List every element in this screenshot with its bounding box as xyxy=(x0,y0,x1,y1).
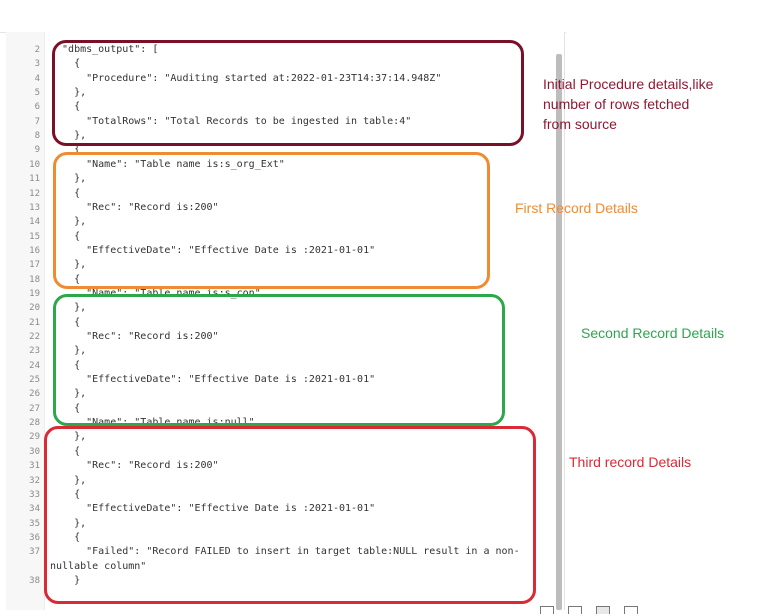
line-number: 36 xyxy=(29,532,40,543)
code-line[interactable]: "Failed": "Record FAILED to insert in ta… xyxy=(50,546,520,558)
code-line[interactable]: }, xyxy=(50,302,87,314)
top-toolbar-strip xyxy=(0,0,768,33)
line-number: 17 xyxy=(29,260,40,271)
line-number: 21 xyxy=(29,317,40,328)
line-number: 23 xyxy=(29,346,40,357)
code-line[interactable]: }, xyxy=(50,474,87,486)
line-number: 11 xyxy=(29,174,40,185)
code-line[interactable]: { xyxy=(50,187,81,199)
line-number: 3 xyxy=(34,59,40,70)
code-line[interactable]: { xyxy=(50,445,81,457)
code-line[interactable]: { xyxy=(50,402,81,414)
line-number: 2 xyxy=(34,45,40,55)
code-line[interactable]: }, xyxy=(50,216,87,228)
code-line[interactable]: }, xyxy=(50,388,87,400)
line-number: 20 xyxy=(29,303,40,314)
code-line[interactable]: }, xyxy=(50,259,87,271)
line-number: 38 xyxy=(29,575,40,586)
line-number: 31 xyxy=(29,461,40,472)
line-number: 10 xyxy=(29,159,40,170)
second-record-annotation: Second Record Details xyxy=(581,325,725,341)
line-number: 12 xyxy=(29,188,40,199)
line-number: 26 xyxy=(29,389,40,400)
line-number: 25 xyxy=(29,375,40,386)
code-line[interactable]: }, xyxy=(50,431,87,443)
line-number: 6 xyxy=(34,102,40,113)
line-number: 8 xyxy=(34,131,40,142)
code-line[interactable]: }, xyxy=(50,517,87,529)
code-line[interactable]: { xyxy=(50,359,81,371)
line-number: 37 xyxy=(29,547,40,558)
line-number: 28 xyxy=(29,418,40,429)
editor-scrollbar[interactable] xyxy=(556,54,562,610)
line-number: 29 xyxy=(29,432,40,443)
code-line[interactable]: "EffectiveDate": "Effective Date is :202… xyxy=(50,503,376,515)
code-line[interactable]: { xyxy=(50,230,81,242)
line-number: 19 xyxy=(29,288,40,299)
line-number: 14 xyxy=(29,217,40,228)
second-record-box xyxy=(53,294,505,426)
code-line[interactable]: "Rec": "Record is:200" xyxy=(50,331,219,342)
initial-procedure-annotation: Initial Procedure details,like number of… xyxy=(543,76,714,132)
status-bar-icons xyxy=(540,602,768,614)
split-view-icon[interactable] xyxy=(596,606,610,614)
code-line[interactable]: { xyxy=(50,316,81,328)
code-line[interactable]: "Procedure": "Auditing started at:2022-0… xyxy=(50,72,442,84)
code-line[interactable]: }, xyxy=(50,130,87,142)
initial-procedure-box xyxy=(52,40,524,146)
code-line[interactable]: }, xyxy=(50,345,87,357)
code-line[interactable]: { xyxy=(50,531,81,543)
line-number: 32 xyxy=(29,475,40,486)
line-number: 15 xyxy=(29,231,40,242)
code-line[interactable]: { xyxy=(50,488,81,500)
line-number: 24 xyxy=(29,360,40,371)
line-number: 18 xyxy=(29,274,40,285)
line-number: 4 xyxy=(34,73,40,84)
code-line[interactable]: "EffectiveDate": "Effective Date is :202… xyxy=(50,244,376,256)
code-line[interactable]: "TotalRows": "Total Records to be ingest… xyxy=(50,115,412,127)
code-line[interactable]: "dbms_output": [ xyxy=(50,44,159,55)
code-line[interactable]: } xyxy=(50,574,81,586)
bracket-icon[interactable] xyxy=(540,606,554,614)
code-line[interactable]: { xyxy=(50,101,81,113)
code-line[interactable]: { xyxy=(50,58,81,70)
code-line[interactable]: "Name": "Table name is:s_org_Ext" xyxy=(50,158,285,170)
line-number: 33 xyxy=(29,489,40,500)
line-number: 30 xyxy=(29,446,40,457)
line-number: 35 xyxy=(29,518,40,529)
code-line-wrapped[interactable]: nullable column" xyxy=(50,560,147,572)
panel-icon[interactable] xyxy=(624,606,638,614)
line-number: 16 xyxy=(29,245,40,256)
code-line[interactable]: "Rec": "Record is:200" xyxy=(50,460,219,472)
line-number: 27 xyxy=(29,403,40,414)
line-number: 34 xyxy=(29,504,40,515)
first-record-box xyxy=(53,152,490,289)
columns-icon[interactable] xyxy=(568,606,582,614)
code-line[interactable]: }, xyxy=(50,87,87,99)
code-line[interactable]: { xyxy=(50,144,81,156)
line-number: 9 xyxy=(34,145,40,156)
code-line[interactable]: "Name": "Table name is:s_con" xyxy=(50,287,261,299)
line-number: 7 xyxy=(34,116,40,127)
code-line[interactable]: "Name": "Table name is:null" xyxy=(50,417,255,429)
code-line[interactable]: { xyxy=(50,273,81,285)
line-number: 22 xyxy=(29,332,40,342)
third-record-annotation: Third record Details xyxy=(569,454,692,470)
code-line[interactable]: }, xyxy=(50,173,87,185)
line-number: 5 xyxy=(34,88,40,99)
third-record-box xyxy=(44,426,536,604)
annotation-panel xyxy=(566,32,768,610)
code-line[interactable]: "EffectiveDate": "Effective Date is :202… xyxy=(50,374,376,386)
code-line[interactable]: "Rec": "Record is:200" xyxy=(50,201,219,213)
first-record-annotation: First Record Details xyxy=(515,200,638,216)
line-number: 13 xyxy=(29,202,40,213)
